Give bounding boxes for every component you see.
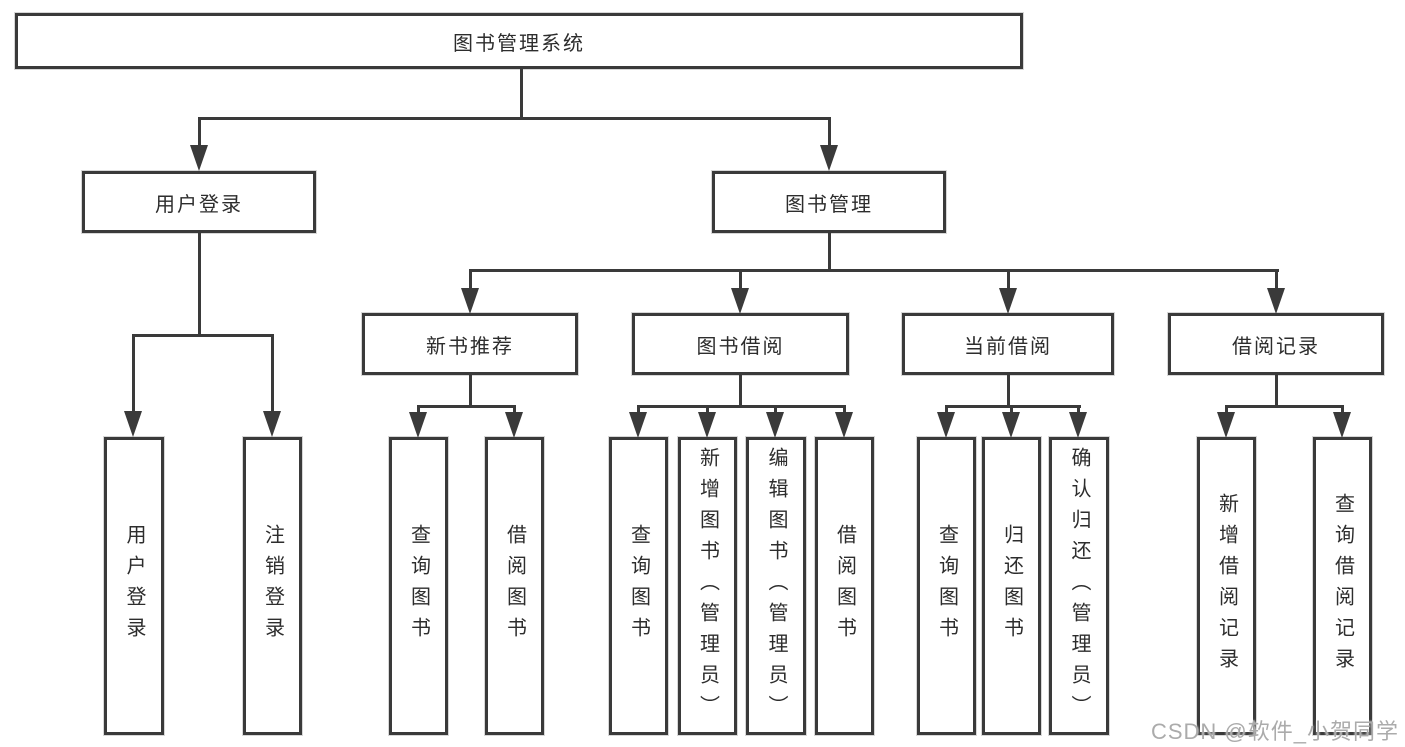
arrow-down-icon bbox=[409, 412, 427, 438]
leaf-confirm-return-admin-label: 确认归还（管理员） bbox=[1068, 446, 1090, 726]
leaf-query-books-current: 查询图书 bbox=[917, 437, 976, 735]
connector-line bbox=[198, 117, 201, 149]
node-user-login-label: 用户登录 bbox=[155, 193, 243, 216]
arrow-down-icon bbox=[1267, 288, 1285, 314]
arrow-down-icon bbox=[698, 412, 716, 438]
leaf-return-books-label: 归还图书 bbox=[1000, 524, 1023, 648]
arrow-down-icon bbox=[461, 288, 479, 314]
arrow-down-icon bbox=[999, 288, 1017, 314]
connector-line bbox=[843, 405, 846, 417]
arrow-down-icon bbox=[835, 412, 853, 438]
leaf-edit-book-admin: 编辑图书（管理员） bbox=[746, 437, 806, 735]
connector-line bbox=[828, 117, 831, 149]
connector-line bbox=[469, 269, 1279, 272]
node-new-book-recommend-label: 新书推荐 bbox=[426, 335, 514, 358]
connector-line bbox=[1007, 269, 1010, 291]
connector-line bbox=[1225, 405, 1344, 408]
leaf-borrow-books-recommend-label: 借阅图书 bbox=[503, 524, 526, 648]
arrow-down-icon bbox=[1217, 412, 1235, 438]
connector-line bbox=[1077, 405, 1080, 417]
connector-line bbox=[637, 405, 846, 408]
connector-line bbox=[637, 405, 640, 417]
arrow-down-icon bbox=[937, 412, 955, 438]
leaf-borrow-books-recommend: 借阅图书 bbox=[485, 437, 544, 735]
leaf-user-login: 用户登录 bbox=[104, 437, 164, 735]
csdn-watermark: CSDN @软件_小贺同学 bbox=[1150, 719, 1399, 744]
node-borrowing-records-label: 借阅记录 bbox=[1232, 335, 1320, 358]
connector-line bbox=[1010, 405, 1013, 417]
leaf-query-books-recommend: 查询图书 bbox=[389, 437, 448, 735]
connector-line bbox=[774, 405, 777, 417]
connector-line bbox=[417, 405, 420, 417]
connector-line bbox=[706, 405, 709, 417]
connector-line bbox=[513, 405, 516, 417]
connector-line bbox=[271, 334, 274, 414]
leaf-add-borrow-record: 新增借阅记录 bbox=[1197, 437, 1256, 735]
connector-line bbox=[1007, 375, 1010, 408]
leaf-add-book-admin-label: 新增图书（管理员） bbox=[696, 446, 719, 726]
connector-line bbox=[739, 375, 742, 408]
arrow-down-icon bbox=[263, 411, 281, 437]
node-book-borrowing: 图书借阅 bbox=[632, 313, 849, 375]
arrow-down-icon bbox=[190, 145, 208, 171]
node-book-borrowing-label: 图书借阅 bbox=[696, 335, 785, 358]
connector-line bbox=[945, 405, 1081, 408]
node-new-book-recommend: 新书推荐 bbox=[362, 313, 578, 375]
connector-line bbox=[132, 334, 135, 414]
node-library-system: 图书管理系统 bbox=[15, 13, 1023, 69]
leaf-edit-book-admin-label: 编辑图书（管理员） bbox=[765, 446, 787, 726]
connector-line bbox=[469, 375, 472, 408]
connector-line bbox=[417, 405, 516, 408]
node-current-borrowing-label: 当前借阅 bbox=[964, 335, 1052, 358]
leaf-query-books-borrowing: 查询图书 bbox=[609, 437, 668, 735]
arrow-down-icon bbox=[731, 288, 749, 314]
node-book-management-label: 图书管理 bbox=[785, 193, 873, 216]
arrow-down-icon bbox=[1069, 412, 1087, 438]
leaf-return-books: 归还图书 bbox=[982, 437, 1041, 735]
node-book-management: 图书管理 bbox=[712, 171, 946, 233]
leaf-logout: 注销登录 bbox=[243, 437, 302, 735]
node-user-login: 用户登录 bbox=[82, 171, 316, 233]
leaf-logout-label: 注销登录 bbox=[261, 524, 284, 648]
connector-line bbox=[1275, 269, 1278, 291]
leaf-borrow-books-borrowing-label: 借阅图书 bbox=[833, 524, 856, 648]
connector-line bbox=[132, 334, 274, 337]
arrow-down-icon bbox=[766, 412, 784, 438]
arrow-down-icon bbox=[629, 412, 647, 438]
leaf-confirm-return-admin: 确认归还（管理员） bbox=[1049, 437, 1109, 735]
leaf-add-borrow-record-label: 新增借阅记录 bbox=[1215, 493, 1238, 679]
connector-line bbox=[198, 117, 831, 120]
connector-line bbox=[945, 405, 948, 417]
node-library-system-label: 图书管理系统 bbox=[453, 32, 585, 55]
leaf-borrow-books-borrowing: 借阅图书 bbox=[815, 437, 874, 735]
leaf-query-borrow-record: 查询借阅记录 bbox=[1313, 437, 1372, 735]
node-current-borrowing: 当前借阅 bbox=[902, 313, 1114, 375]
arrow-down-icon bbox=[820, 145, 838, 171]
connector-line bbox=[739, 269, 742, 291]
node-borrowing-records: 借阅记录 bbox=[1168, 313, 1384, 375]
connector-line bbox=[520, 68, 523, 120]
leaf-query-books-borrowing-label: 查询图书 bbox=[627, 524, 650, 648]
arrow-down-icon bbox=[1333, 412, 1351, 438]
connector-line bbox=[828, 233, 831, 272]
leaf-user-login-label: 用户登录 bbox=[123, 524, 145, 648]
leaf-query-borrow-record-label: 查询借阅记录 bbox=[1331, 493, 1354, 679]
connector-line bbox=[469, 269, 472, 291]
connector-line bbox=[198, 233, 201, 337]
arrow-down-icon bbox=[1002, 412, 1020, 438]
connector-line bbox=[1225, 405, 1228, 417]
leaf-add-book-admin: 新增图书（管理员） bbox=[678, 437, 737, 735]
arrow-down-icon bbox=[124, 411, 142, 437]
arrow-down-icon bbox=[505, 412, 523, 438]
leaf-query-books-recommend-label: 查询图书 bbox=[407, 524, 430, 648]
leaf-query-books-current-label: 查询图书 bbox=[935, 524, 958, 648]
connector-line bbox=[1341, 405, 1344, 417]
connector-line bbox=[1275, 375, 1278, 408]
